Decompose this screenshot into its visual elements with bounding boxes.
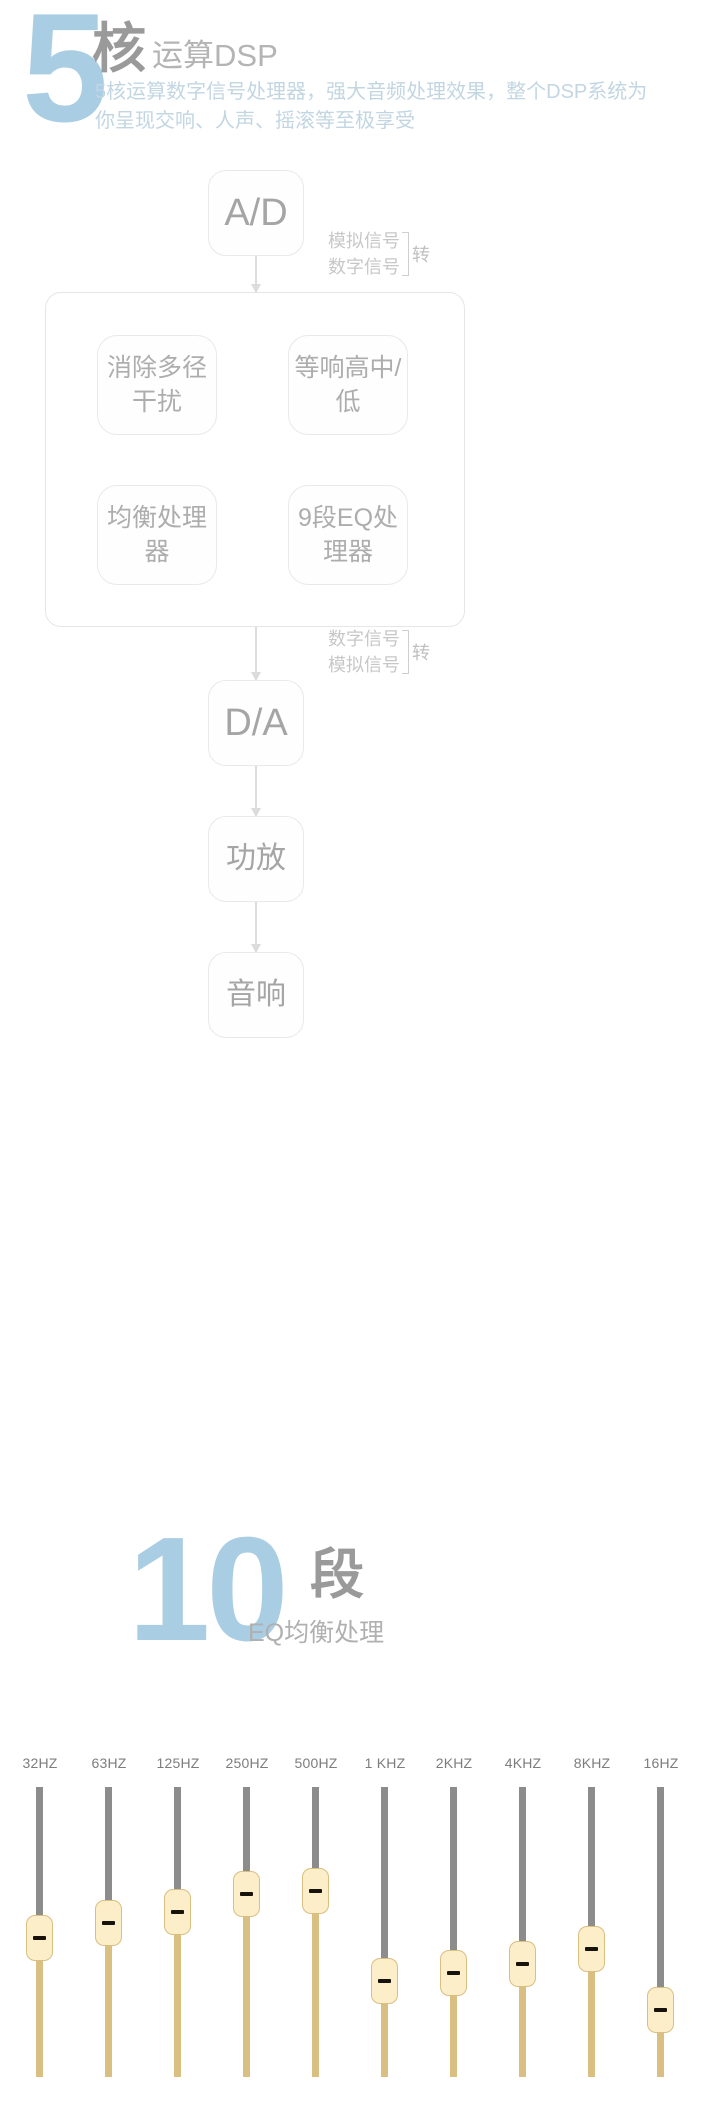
conversion-label-digital-to-analog: 数字信号 模拟信号 转	[328, 626, 430, 678]
processor-9band-eq: 9段EQ处理器	[288, 485, 408, 585]
eq-track-upper	[243, 1787, 250, 1895]
header-subtitle: 运算DSP	[152, 38, 278, 73]
processor-loudness: 等响高中/低	[288, 335, 408, 435]
processor-equalizer: 均衡处理器	[97, 485, 217, 585]
conversion-to-1: 数字信号	[328, 257, 400, 277]
knob-grip-icon	[171, 1909, 184, 1914]
eq-slider-track[interactable]	[371, 1787, 398, 2077]
eq-slider-track[interactable]	[26, 1787, 53, 2077]
eq-slider-track[interactable]	[440, 1787, 467, 2077]
eq-frequency-label: 63HZ	[91, 1755, 127, 1771]
eq-slider-knob[interactable]	[578, 1926, 605, 1973]
conversion-to-2: 模拟信号	[328, 655, 400, 675]
equalizer-panel: 32HZ 63HZ 125HZ 250HZ 500HZ 1 KHZ 2KHZ 4KHZ 8KHZ…	[0, 1755, 712, 2121]
eq-frequency-label: 4KHZ	[504, 1755, 542, 1771]
eq-frequency-label: 250HZ	[225, 1755, 269, 1771]
eq-frequency-label: 2KHZ	[435, 1755, 473, 1771]
arrow-dsp-to-da	[251, 627, 261, 681]
node-amplifier: 功放	[208, 816, 304, 902]
eq-frequency-label: 32HZ	[22, 1755, 58, 1771]
knob-grip-icon	[33, 1935, 46, 1940]
conversion-from-1: 模拟信号	[328, 231, 400, 251]
eq-track-lower	[36, 1937, 43, 2077]
eq-slider-track[interactable]	[647, 1787, 674, 2077]
eq-slider-knob[interactable]	[233, 1871, 260, 1918]
eq-track-upper	[519, 1787, 526, 1964]
arrow-amp-to-speaker	[251, 902, 261, 953]
eq-big-number: 10	[128, 1507, 289, 1672]
eq-track-lower	[174, 1911, 181, 2077]
eq-frequency-label: 500HZ	[294, 1755, 338, 1771]
knob-grip-icon	[240, 1892, 253, 1897]
eq-track-upper	[588, 1787, 595, 1950]
eq-header: 10 段 EQ均衡处理	[0, 1516, 712, 1680]
knob-grip-icon	[585, 1947, 598, 1952]
eq-slider-track[interactable]	[509, 1787, 536, 2077]
conversion-text-top: 模拟信号 数字信号	[328, 228, 400, 280]
node-speaker: 音响	[208, 952, 304, 1038]
eq-slider-knob[interactable]	[26, 1914, 53, 1961]
eq-slider-knob[interactable]	[371, 1958, 398, 2005]
conversion-suffix-2: 转	[412, 643, 430, 663]
eq-track-upper	[312, 1787, 319, 1892]
conversion-from-2: 数字信号	[328, 629, 400, 649]
conversion-suffix-1: 转	[412, 245, 430, 265]
header-description: 5核运算数字信号处理器，强大音频处理效果，整个DSP系统为你呈现交响、人声、摇滚…	[95, 81, 648, 132]
eq-track-lower	[588, 1949, 595, 2077]
node-analog-to-digital: A/D	[208, 170, 304, 256]
bracket-icon	[402, 232, 409, 276]
eq-slider-knob[interactable]	[302, 1868, 329, 1915]
processor-multipath-cancel: 消除多径干扰	[97, 335, 217, 435]
eq-track-upper	[36, 1787, 43, 1938]
eq-slider-knob[interactable]	[647, 1987, 674, 2034]
eq-slider-knob[interactable]	[95, 1900, 122, 1947]
eq-track-lower	[105, 1923, 112, 2077]
eq-track-lower	[381, 1981, 388, 2077]
eq-track-upper	[174, 1787, 181, 1912]
header-kanji: 核	[92, 19, 146, 79]
conversion-label-analog-to-digital: 模拟信号 数字信号 转	[328, 228, 430, 280]
bracket-icon	[402, 630, 409, 674]
eq-track-upper	[657, 1787, 664, 2011]
eq-slider-knob[interactable]	[509, 1940, 536, 1987]
node-digital-to-analog: D/A	[208, 680, 304, 766]
eq-slider-track[interactable]	[164, 1787, 191, 2077]
eq-slider-track[interactable]	[95, 1787, 122, 2077]
eq-slider-track[interactable]	[302, 1787, 329, 2077]
eq-track-lower	[312, 1891, 319, 2077]
eq-track-lower	[657, 2010, 664, 2077]
eq-track-lower	[519, 1963, 526, 2077]
eq-track-upper	[381, 1787, 388, 1982]
knob-grip-icon	[378, 1979, 391, 1984]
eq-track-lower	[243, 1894, 250, 2077]
header-big-number: 5	[22, 0, 108, 154]
knob-grip-icon	[654, 2008, 667, 2013]
knob-grip-icon	[516, 1961, 529, 1966]
arrow-ad-to-dsp	[251, 256, 261, 293]
conversion-text-bottom: 数字信号 模拟信号	[328, 626, 400, 678]
eq-slider-knob[interactable]	[164, 1888, 191, 1935]
eq-track-lower	[450, 1972, 457, 2077]
eq-slider-track[interactable]	[578, 1787, 605, 2077]
eq-track-upper	[450, 1787, 457, 1973]
eq-kanji: 段	[310, 1545, 364, 1605]
eq-frequency-label: 125HZ	[156, 1755, 200, 1771]
eq-frequency-label: 16HZ	[643, 1755, 679, 1771]
knob-grip-icon	[102, 1921, 115, 1926]
eq-slider-track[interactable]	[233, 1787, 260, 2077]
arrow-da-to-amp	[251, 766, 261, 817]
dsp-header: 5 核 运算DSP 5核运算数字信号处理器，强大音频处理效果，整个DSP系统为你…	[0, 0, 712, 165]
eq-frequency-label: 1 KHZ	[364, 1755, 406, 1771]
signal-flow-diagram: A/D 模拟信号 数字信号 转 消除多径干扰 等响高中/低 均衡处理器 9段EQ…	[0, 160, 712, 1060]
knob-grip-icon	[447, 1970, 460, 1975]
knob-grip-icon	[309, 1889, 322, 1894]
eq-slider-knob[interactable]	[440, 1949, 467, 1996]
eq-subtitle: EQ均衡处理	[248, 1619, 385, 1647]
eq-track-upper	[105, 1787, 112, 1924]
eq-frequency-label: 8KHZ	[573, 1755, 611, 1771]
